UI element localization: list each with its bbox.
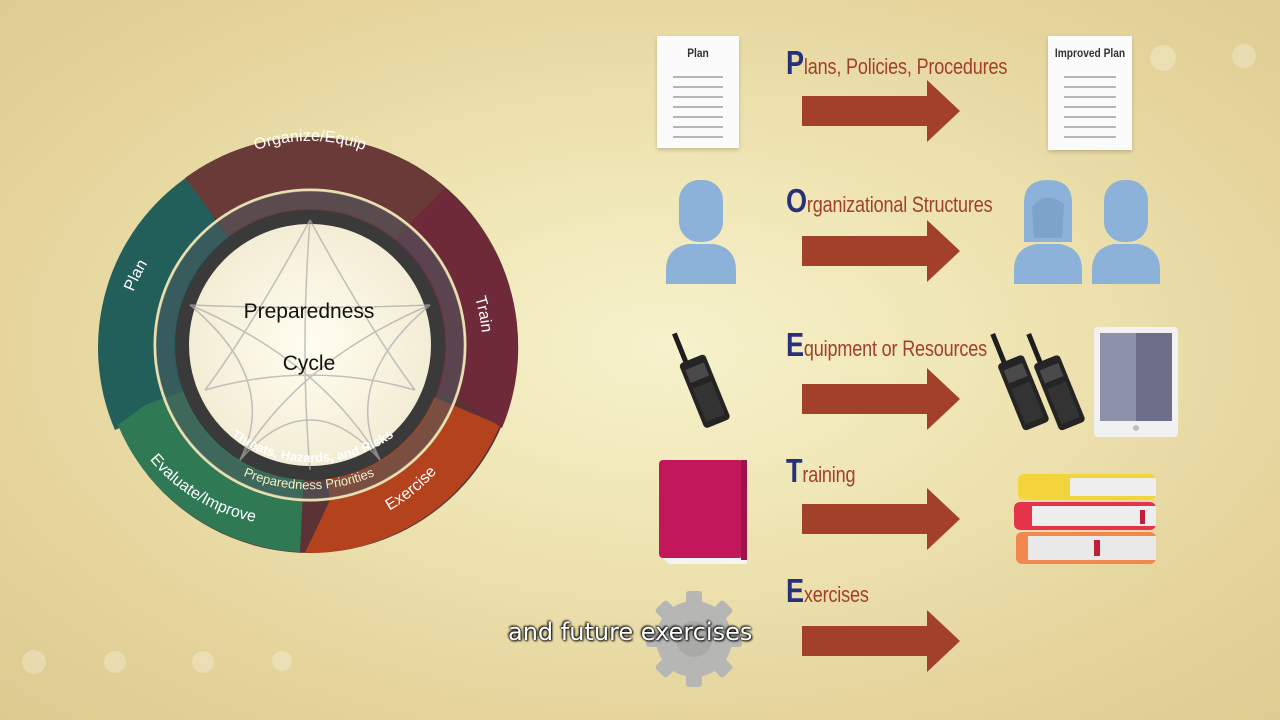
person-icon bbox=[666, 180, 736, 284]
radio-icon bbox=[672, 332, 730, 428]
center-title-line2: Cycle bbox=[283, 352, 336, 375]
row-initial: O bbox=[786, 182, 807, 219]
row-text: rganizational Structures bbox=[806, 192, 993, 217]
threats-ring bbox=[156, 191, 464, 499]
bokeh-dot bbox=[22, 650, 46, 674]
bokeh-dot bbox=[192, 651, 214, 673]
row-text: quipment or Resources bbox=[803, 336, 987, 361]
row-initial: P bbox=[786, 44, 804, 81]
radios-pair-icon bbox=[990, 333, 1085, 431]
arrow-icon bbox=[802, 610, 960, 672]
bokeh-dot bbox=[272, 651, 292, 671]
book-stack-icon bbox=[1014, 474, 1156, 564]
bokeh-dot bbox=[104, 651, 126, 673]
plan-document-title: Plan bbox=[687, 46, 709, 60]
row-initial: E bbox=[786, 326, 804, 363]
bokeh-dot bbox=[1232, 44, 1256, 68]
row-initial: E bbox=[786, 572, 804, 609]
arrow-icon bbox=[802, 220, 960, 282]
improved-plan-title: Improved Plan bbox=[1054, 46, 1126, 60]
row-label-organizational-structures: Organizational Structures bbox=[786, 182, 993, 220]
priorities-ring bbox=[153, 188, 467, 502]
man-person-icon bbox=[1092, 180, 1160, 284]
label-train: Train bbox=[471, 294, 495, 333]
woman-person-icon bbox=[1014, 180, 1082, 284]
plan-document-icon: Plan bbox=[657, 36, 739, 148]
row-label-exercises: Exercises bbox=[786, 572, 869, 610]
improved-plan-document-icon: Improved Plan bbox=[1048, 36, 1132, 150]
tablet-icon bbox=[1094, 327, 1178, 437]
arrow-icon bbox=[802, 368, 960, 430]
bokeh-dot bbox=[1150, 45, 1176, 71]
book-icon bbox=[659, 460, 747, 564]
row-text: raining bbox=[802, 462, 856, 487]
row-initial: T bbox=[786, 452, 803, 489]
arrow-icon bbox=[802, 488, 960, 550]
video-subtitle: and future exercises bbox=[508, 618, 753, 646]
row-text: lans, Policies, Procedures bbox=[803, 54, 1008, 79]
inner-dark-ring bbox=[175, 210, 445, 480]
preparedness-cycle-diagram: Preparedness Cycle Organize/Equip Train … bbox=[98, 137, 519, 554]
arrow-icon bbox=[802, 80, 960, 142]
row-label-plans: Plans, Policies, Procedures bbox=[786, 44, 1007, 82]
gear-icon bbox=[646, 591, 742, 687]
row-label-equipment-resources: Equipment or Resources bbox=[786, 326, 987, 364]
center-web bbox=[189, 219, 431, 471]
row-text: xercises bbox=[803, 582, 869, 607]
center-title-line1: Preparedness bbox=[244, 300, 375, 323]
row-label-training: Training bbox=[786, 452, 856, 490]
